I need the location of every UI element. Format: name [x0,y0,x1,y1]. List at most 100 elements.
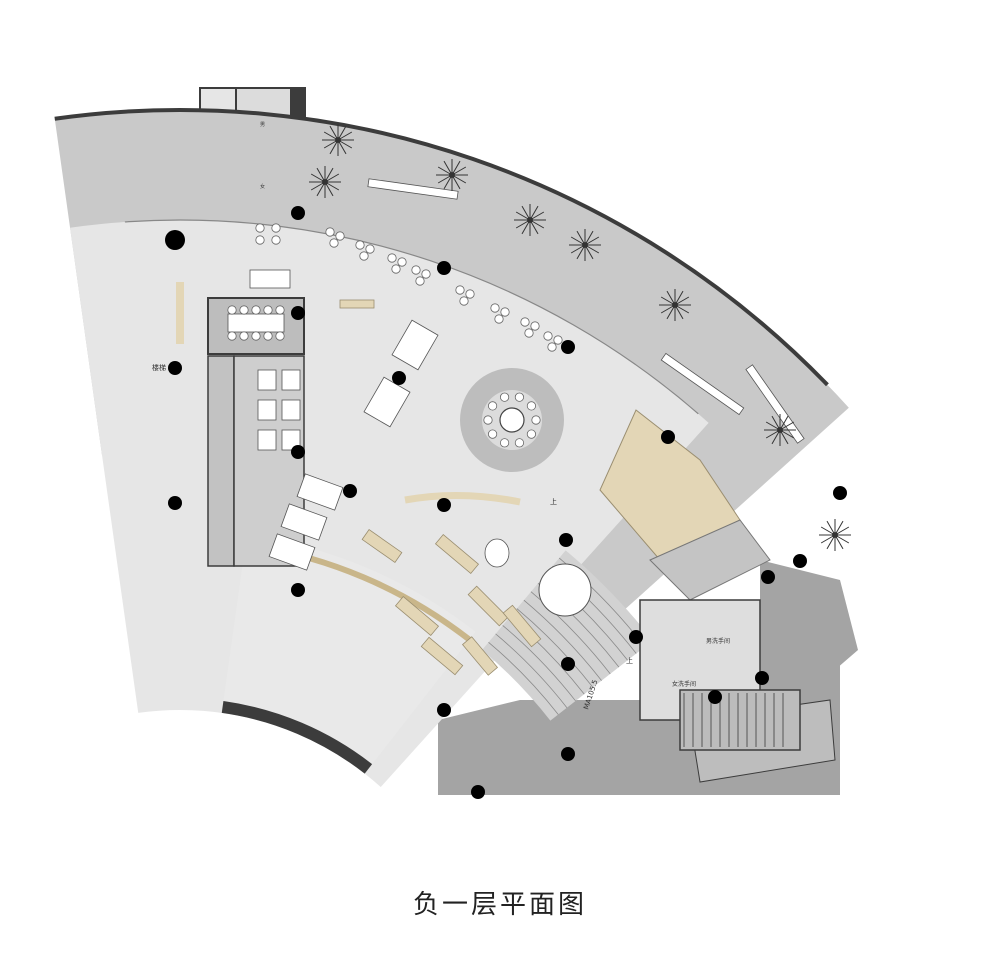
chair [255,223,265,233]
structural-column [343,484,357,498]
table [296,473,344,511]
structural-column [165,230,185,250]
chair [483,415,493,425]
table [249,269,291,289]
step-line [495,633,568,708]
chair [487,401,498,411]
step-line [530,591,611,675]
chair [494,314,504,324]
structural-column [629,630,643,644]
structural-column [833,486,847,500]
reading-area-floor [221,534,476,774]
structural-column [291,445,305,459]
chair [499,438,510,448]
plan-caption: 负一层平面图 [412,890,587,920]
wc-a-label: 男 [260,122,265,128]
wc-b-label: 女 [260,183,265,190]
plan-base-layer [54,87,858,795]
tree-trunk [672,302,678,308]
table [280,503,328,541]
structural-column [561,340,575,354]
bookshelf [339,299,375,309]
structural-column [437,498,451,512]
tree-trunk [322,179,328,185]
chair [421,269,431,279]
structural-column [437,703,451,717]
bookshelf [461,636,499,676]
tree-trunk [527,217,533,223]
bookshelf [394,596,440,636]
chair [526,401,537,411]
tree-trunk [335,137,341,143]
table [745,364,805,444]
chair [387,253,397,263]
structural-column [291,583,305,597]
chair [263,331,273,341]
chair [251,305,261,315]
step-line [502,625,576,702]
stair-left-label: 楼梯 [152,363,166,372]
chair [239,305,249,315]
curved-bench [404,491,521,506]
table [257,399,277,421]
plan-columns-layer [165,206,847,799]
chair [365,244,375,254]
round-reading-nook [538,563,592,617]
chair [524,328,534,338]
chair [271,223,281,233]
chair [391,264,401,274]
chair [263,305,273,315]
tree-trunk [832,532,838,538]
chair [487,429,498,439]
chair [490,303,500,313]
floor-plan-drawing: 楼梯 男 女 上 上 MA105.5 男洗手间 女洗手间 [54,87,858,799]
bookshelf [420,636,464,676]
tree-trunk [449,172,455,178]
wood-panel-left [176,282,184,344]
study-room [233,355,305,567]
bookshelf [361,529,403,563]
up-label-2: 上 [626,656,633,665]
inner-curved-wall [221,701,373,774]
chair [553,335,563,345]
chair [329,238,339,248]
plan-trees-layer [309,124,851,551]
structural-column [471,785,485,799]
inner-glass-line [124,219,699,415]
table [391,319,439,371]
chair [275,305,285,315]
structural-column [291,206,305,220]
table [281,369,301,391]
chair [271,235,281,245]
washroom-label-2: 女洗手间 [672,680,696,688]
chair [275,331,285,341]
chair [526,429,537,439]
table [257,369,277,391]
structural-column [761,570,775,584]
bookshelf [502,604,542,648]
structural-column [755,671,769,685]
chair [459,296,469,306]
table [281,399,301,421]
chair [359,251,369,261]
chair [411,265,421,275]
table [367,178,459,200]
chair [547,342,557,352]
table [257,429,277,451]
step-line [488,641,559,715]
chair [251,331,261,341]
chair [500,307,510,317]
stair-right [679,689,801,751]
outer-curtain-wall [54,108,829,387]
tree-trunk [582,242,588,248]
chair [499,392,510,402]
table [660,352,745,416]
chair [530,321,540,331]
chair [520,317,530,327]
structural-column [661,430,675,444]
bookshelf [434,534,480,574]
chair [227,305,237,315]
chair [465,289,475,299]
structural-column [168,361,182,375]
grand-steps [482,550,653,721]
